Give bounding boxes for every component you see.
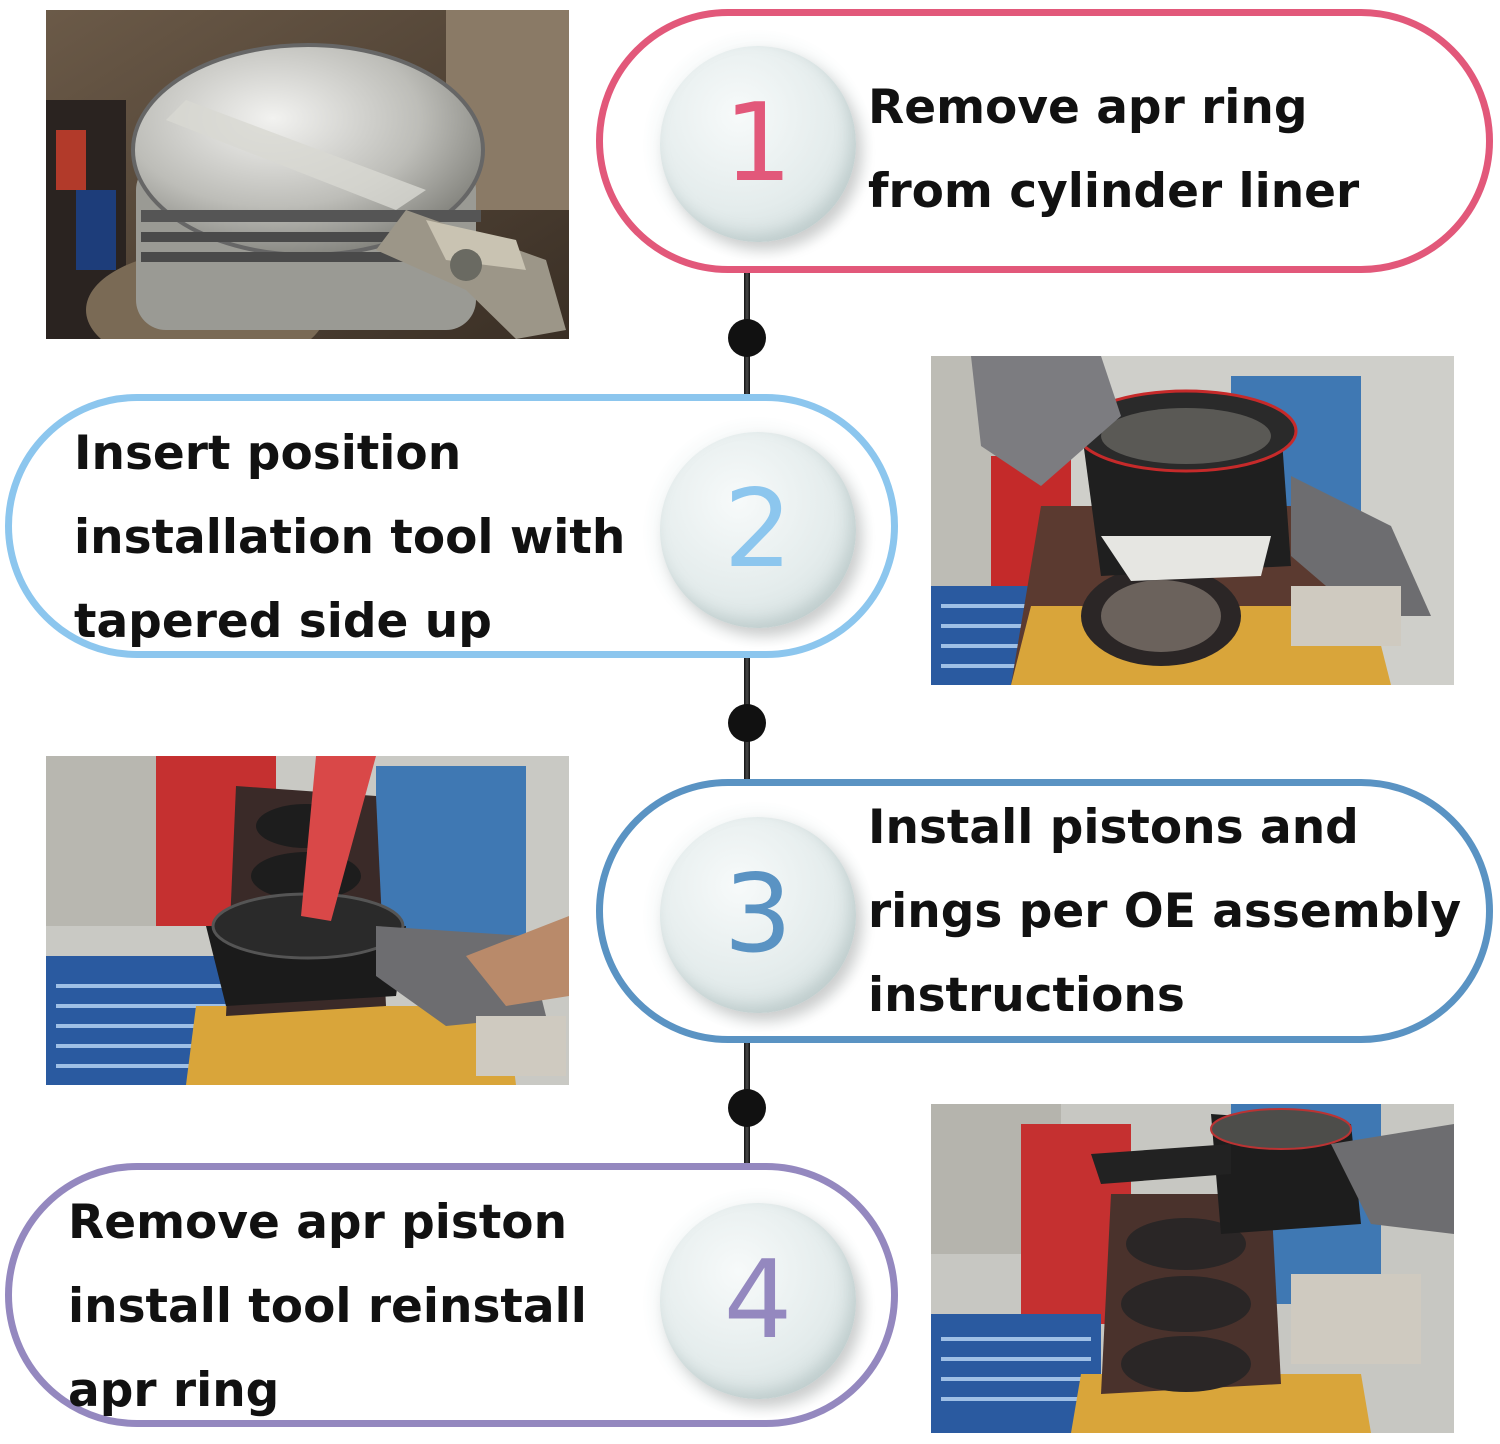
step-3-number: 3 — [723, 852, 793, 977]
step-4-line-3: apr ring — [68, 1363, 280, 1418]
step-1-badge: 1 — [660, 46, 856, 242]
step-1-number: 1 — [723, 81, 793, 206]
step-4-line-1: Remove apr piston — [68, 1195, 568, 1250]
step-4-line-2: install tool reinstall — [68, 1279, 587, 1334]
step-2-number: 2 — [723, 467, 793, 592]
step-2-text: Insert position installation tool with t… — [74, 412, 625, 664]
step-3-badge: 3 — [660, 817, 856, 1013]
timeline-dot — [728, 1089, 766, 1127]
timeline-dot — [728, 704, 766, 742]
step-2-line-2: installation tool with — [74, 510, 626, 565]
step-4-number: 4 — [723, 1238, 793, 1363]
step-4-text: Remove apr piston install tool reinstall… — [68, 1181, 587, 1433]
step-2-line-1: Insert position — [74, 426, 462, 481]
step-3-text: Install pistons and rings per OE assembl… — [868, 786, 1461, 1038]
step-1-photo — [46, 10, 569, 339]
step-1-line-1: Remove apr ring — [868, 80, 1308, 135]
timeline-dot — [728, 319, 766, 357]
engine-block-install-tool-photo — [931, 356, 1454, 685]
step-2-photo — [931, 356, 1454, 685]
step-3-line-3: instructions — [868, 968, 1185, 1023]
step-4-photo — [931, 1104, 1454, 1433]
step-3-line-2: rings per OE assembly — [868, 884, 1462, 939]
piston-ring-pliers-photo — [46, 10, 569, 339]
step-1-text: Remove apr ring from cylinder liner — [868, 66, 1359, 234]
step-3-photo — [46, 756, 569, 1085]
step-3-line-1: Install pistons and — [868, 800, 1359, 855]
step-2-line-3: tapered side up — [74, 594, 492, 649]
step-4-badge: 4 — [660, 1203, 856, 1399]
engine-block-remove-tool-photo — [931, 1104, 1454, 1433]
step-1-line-2: from cylinder liner — [868, 164, 1360, 219]
engine-block-piston-install-photo — [46, 756, 569, 1085]
step-2-badge: 2 — [660, 432, 856, 628]
